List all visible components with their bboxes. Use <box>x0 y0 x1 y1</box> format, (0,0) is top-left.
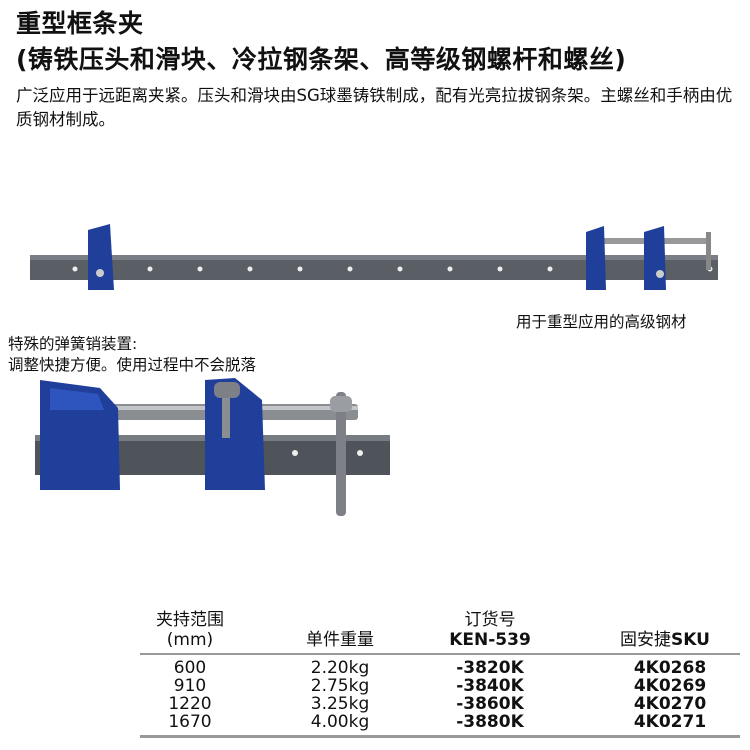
header-divider <box>140 653 740 655</box>
caption-steel: 用于重型应用的高级钢材 <box>516 313 687 331</box>
cell-order: -3840K <box>456 676 524 696</box>
cell-range: 1670 <box>168 712 212 732</box>
cell-sku: 4K0268 <box>633 658 707 678</box>
header-sku-suffix: SKU <box>671 630 710 650</box>
cell-order: -3820K <box>456 658 524 678</box>
cell-order: -3880K <box>456 712 524 732</box>
cell-order: -3860K <box>456 694 524 714</box>
header-range-2: (mm) <box>166 630 214 650</box>
cell-sku: 4K0271 <box>633 712 707 732</box>
cell-sku: 4K0269 <box>633 676 707 696</box>
header-range-1: 夹持范围 <box>156 610 224 630</box>
cell-weight: 2.20kg <box>310 658 370 678</box>
cell-weight: 4.00kg <box>310 712 370 732</box>
product-description: 广泛应用于远距离夹紧。压头和滑块由SG球墨铸铁制成，配有光亮拉拔钢条架。主螺丝和… <box>16 86 733 129</box>
cell-weight: 2.75kg <box>310 676 370 696</box>
bar-clamp-closeup-image <box>35 378 390 516</box>
header-sku-prefix: 固安捷 <box>620 630 672 650</box>
cell-weight: 3.25kg <box>310 694 370 714</box>
page-subtitle: (铸铁压头和滑块、冷拉钢条架、高等级钢螺杆和螺丝) <box>16 45 627 74</box>
caption-spring-2: 调整快捷方便。使用过程中不会脱落 <box>8 356 257 374</box>
cell-range: 1220 <box>168 694 212 714</box>
cell-sku: 4K0270 <box>633 694 707 714</box>
caption-spring-1: 特殊的弹簧销装置: <box>8 335 138 353</box>
header-sku: 固安捷SKU <box>600 632 730 649</box>
cell-range: 910 <box>173 676 207 696</box>
header-weight: 单件重量 <box>306 630 374 650</box>
header-order-1: 订货号 <box>464 610 516 630</box>
header-order-2: KEN-539 <box>449 630 531 650</box>
table-bottom-border <box>140 735 740 738</box>
bar-clamp-full-image <box>30 224 718 290</box>
page-title: 重型框条夹 <box>16 9 144 38</box>
cell-range: 600 <box>173 658 207 678</box>
